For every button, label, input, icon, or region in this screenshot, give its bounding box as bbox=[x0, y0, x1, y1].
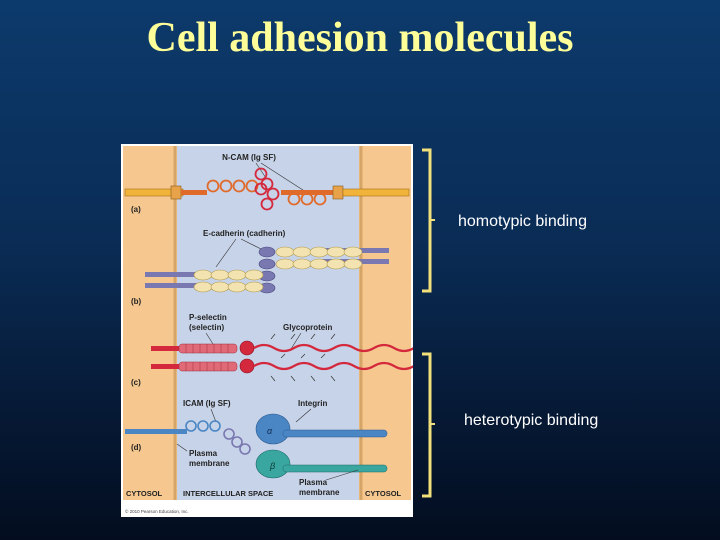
plasma-membrane-right-1: Plasma bbox=[299, 478, 328, 487]
panel-b-label: (b) bbox=[131, 297, 142, 306]
panel-d-label: (d) bbox=[131, 443, 142, 452]
integrin-label: Integrin bbox=[298, 399, 327, 408]
ncam-label: N-CAM (Ig SF) bbox=[222, 153, 276, 162]
cytosol-left-region bbox=[123, 146, 175, 500]
heterotypic-binding-label: heterotypic binding bbox=[464, 412, 599, 429]
cam-figure: N-CAM (Ig SF) (a) E-cadherin (cadherin) bbox=[121, 144, 413, 517]
copyright-text: © 2010 Pearson Education, Inc. bbox=[125, 508, 189, 514]
ecadherin-diagram: E-cadherin (cadherin) bbox=[131, 229, 389, 306]
panel-a-label: (a) bbox=[131, 205, 141, 214]
heterotypic-bracket bbox=[422, 352, 435, 498]
ncam-diagram: N-CAM (Ig SF) (a) bbox=[124, 153, 410, 214]
plasma-membrane-left-1: Plasma bbox=[189, 449, 218, 458]
plasma-membrane-left-2: membrane bbox=[189, 459, 230, 468]
ecad-label: E-cadherin (cadherin) bbox=[203, 229, 286, 238]
pselectin-label-1: P-selectin bbox=[189, 313, 227, 322]
intercellular-space-label: INTERCELLULAR SPACE bbox=[183, 489, 273, 498]
icam-integrin-diagram: ICAM (Ig SF) Integrin α β Plasma membran… bbox=[125, 399, 388, 497]
pselectin-diagram: P-selectin (selectin) Glycoprotein (c) bbox=[131, 313, 413, 387]
beta-label: β bbox=[269, 461, 275, 471]
plasma-membrane-right-2: membrane bbox=[299, 488, 340, 497]
alpha-label: α bbox=[267, 426, 273, 436]
pselectin-label-2: (selectin) bbox=[189, 323, 224, 332]
panel-c-label: (c) bbox=[131, 378, 141, 387]
glycoprotein-label: Glycoprotein bbox=[283, 323, 332, 332]
cytosol-right-label: CYTOSOL bbox=[365, 489, 402, 498]
icam-label: ICAM (Ig SF) bbox=[183, 399, 231, 408]
slide-title: Cell adhesion molecules bbox=[146, 15, 574, 61]
homotypic-bracket bbox=[422, 148, 435, 293]
cytosol-left-label: CYTOSOL bbox=[126, 489, 163, 498]
cytosol-right-region bbox=[361, 146, 411, 500]
homotypic-binding-label: homotypic binding bbox=[458, 213, 587, 230]
